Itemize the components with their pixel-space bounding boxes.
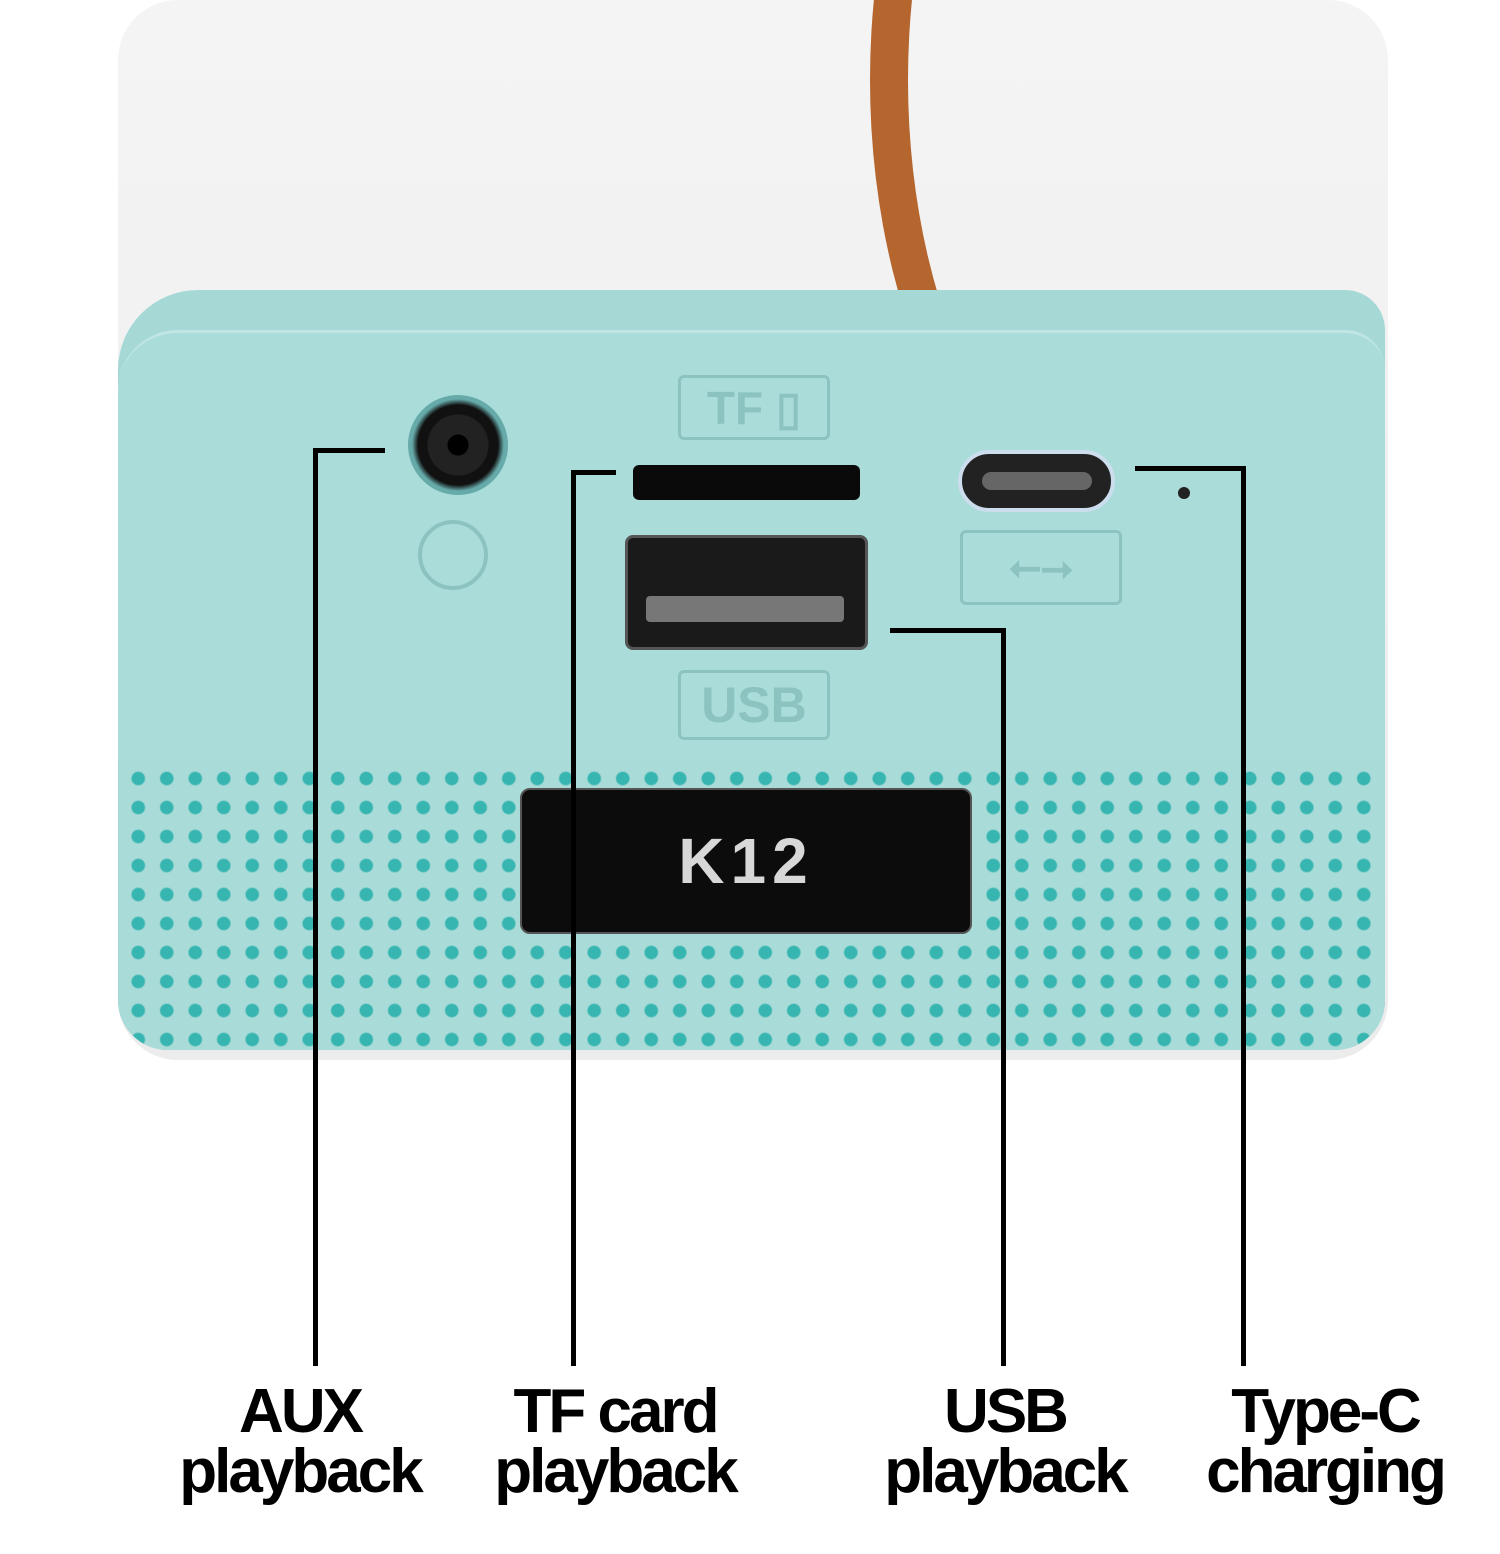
usb-leader-h bbox=[890, 628, 1006, 633]
tf-leader-h bbox=[571, 470, 616, 475]
callout-aux-line1: AUX bbox=[239, 1377, 364, 1446]
callout-aux-line2: playback bbox=[179, 1437, 423, 1506]
typec-leader-h bbox=[1135, 466, 1246, 471]
typec-leader-v bbox=[1241, 466, 1246, 1366]
aux-jack bbox=[408, 395, 508, 495]
tf-leader-v bbox=[571, 470, 576, 1366]
callout-usb-line2: playback bbox=[884, 1437, 1128, 1506]
tf-emboss-label: TF ▯ bbox=[678, 375, 830, 440]
callout-tf-line2: playback bbox=[494, 1437, 738, 1506]
type-c-port bbox=[958, 450, 1115, 512]
callout-tf-line1: TF card bbox=[513, 1377, 720, 1446]
headphone-icon bbox=[418, 520, 488, 590]
callout-typec-line1: Type-C bbox=[1231, 1377, 1422, 1446]
aux-leader-h bbox=[313, 448, 385, 453]
usb-port bbox=[625, 535, 868, 650]
aux-leader-v bbox=[313, 448, 318, 1366]
speaker-body: TF ▯ USB ⭠⭢ K12 bbox=[118, 290, 1385, 1050]
usb-emboss-text: USB bbox=[701, 677, 807, 733]
indicator-led bbox=[1178, 487, 1190, 499]
model-badge: K12 bbox=[520, 788, 972, 934]
usb-emboss-label: USB bbox=[678, 670, 830, 740]
callout-typec-line2: charging bbox=[1206, 1437, 1447, 1506]
usb-leader-v bbox=[1001, 628, 1006, 1366]
usb-symbol-icon: ⭠⭢ bbox=[960, 530, 1122, 605]
tf-card-slot bbox=[633, 465, 860, 500]
tf-emboss-text: TF bbox=[706, 381, 764, 434]
callout-usb-line1: USB bbox=[944, 1377, 1069, 1446]
